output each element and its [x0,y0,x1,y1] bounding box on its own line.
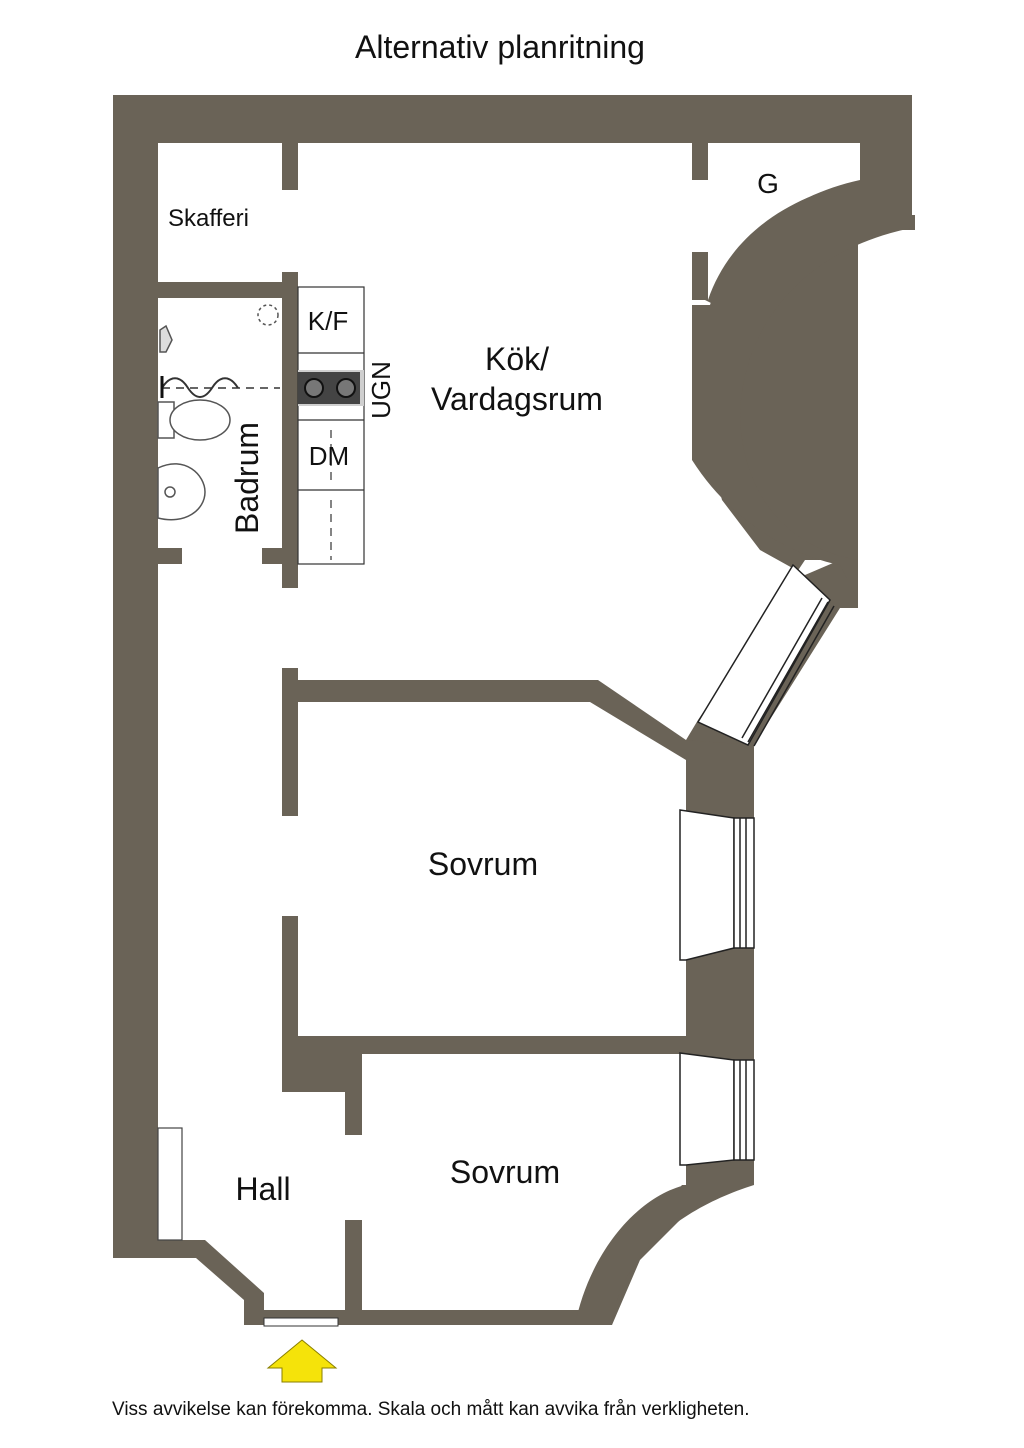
bedroom-1-window [679,809,755,961]
bathroom-fixtures [157,304,280,521]
toilet-icon [157,399,231,441]
appliance-label-kf: K/F [308,306,348,336]
appliance-label-ugn: UGN [366,361,396,419]
sink-icon [157,463,206,521]
room-label-g: G [757,168,779,199]
stove-icon [298,370,364,406]
kitchen-counter [297,286,365,565]
appliance-label-dm: DM [309,441,349,471]
room-label-sovrum-1: Sovrum [428,846,538,882]
drain-icon [257,304,279,326]
interior-walls [158,143,686,1320]
entrance-arrow-icon [266,1339,338,1383]
room-label-vardagsrum: Vardagsrum [431,381,603,417]
shower-icon [159,324,173,353]
bedroom-2-window [679,1052,755,1166]
disclaimer-text: Viss avvikelse kan förekomma. Skala och … [112,1399,750,1420]
room-label-sovrum-2: Sovrum [450,1154,560,1190]
entrance-door [263,1317,339,1327]
towel-rail-icon [161,377,239,398]
room-label-skafferi: Skafferi [168,205,249,232]
room-label-hall: Hall [235,1171,290,1207]
room-label-badrum: Badrum [229,422,265,534]
room-label-kok: Kök/ [485,341,549,377]
plan-title: Alternativ planritning [355,29,645,65]
bay-window [696,563,835,747]
hall-wardrobe [157,1127,183,1241]
right-wall-segments [575,95,912,1325]
